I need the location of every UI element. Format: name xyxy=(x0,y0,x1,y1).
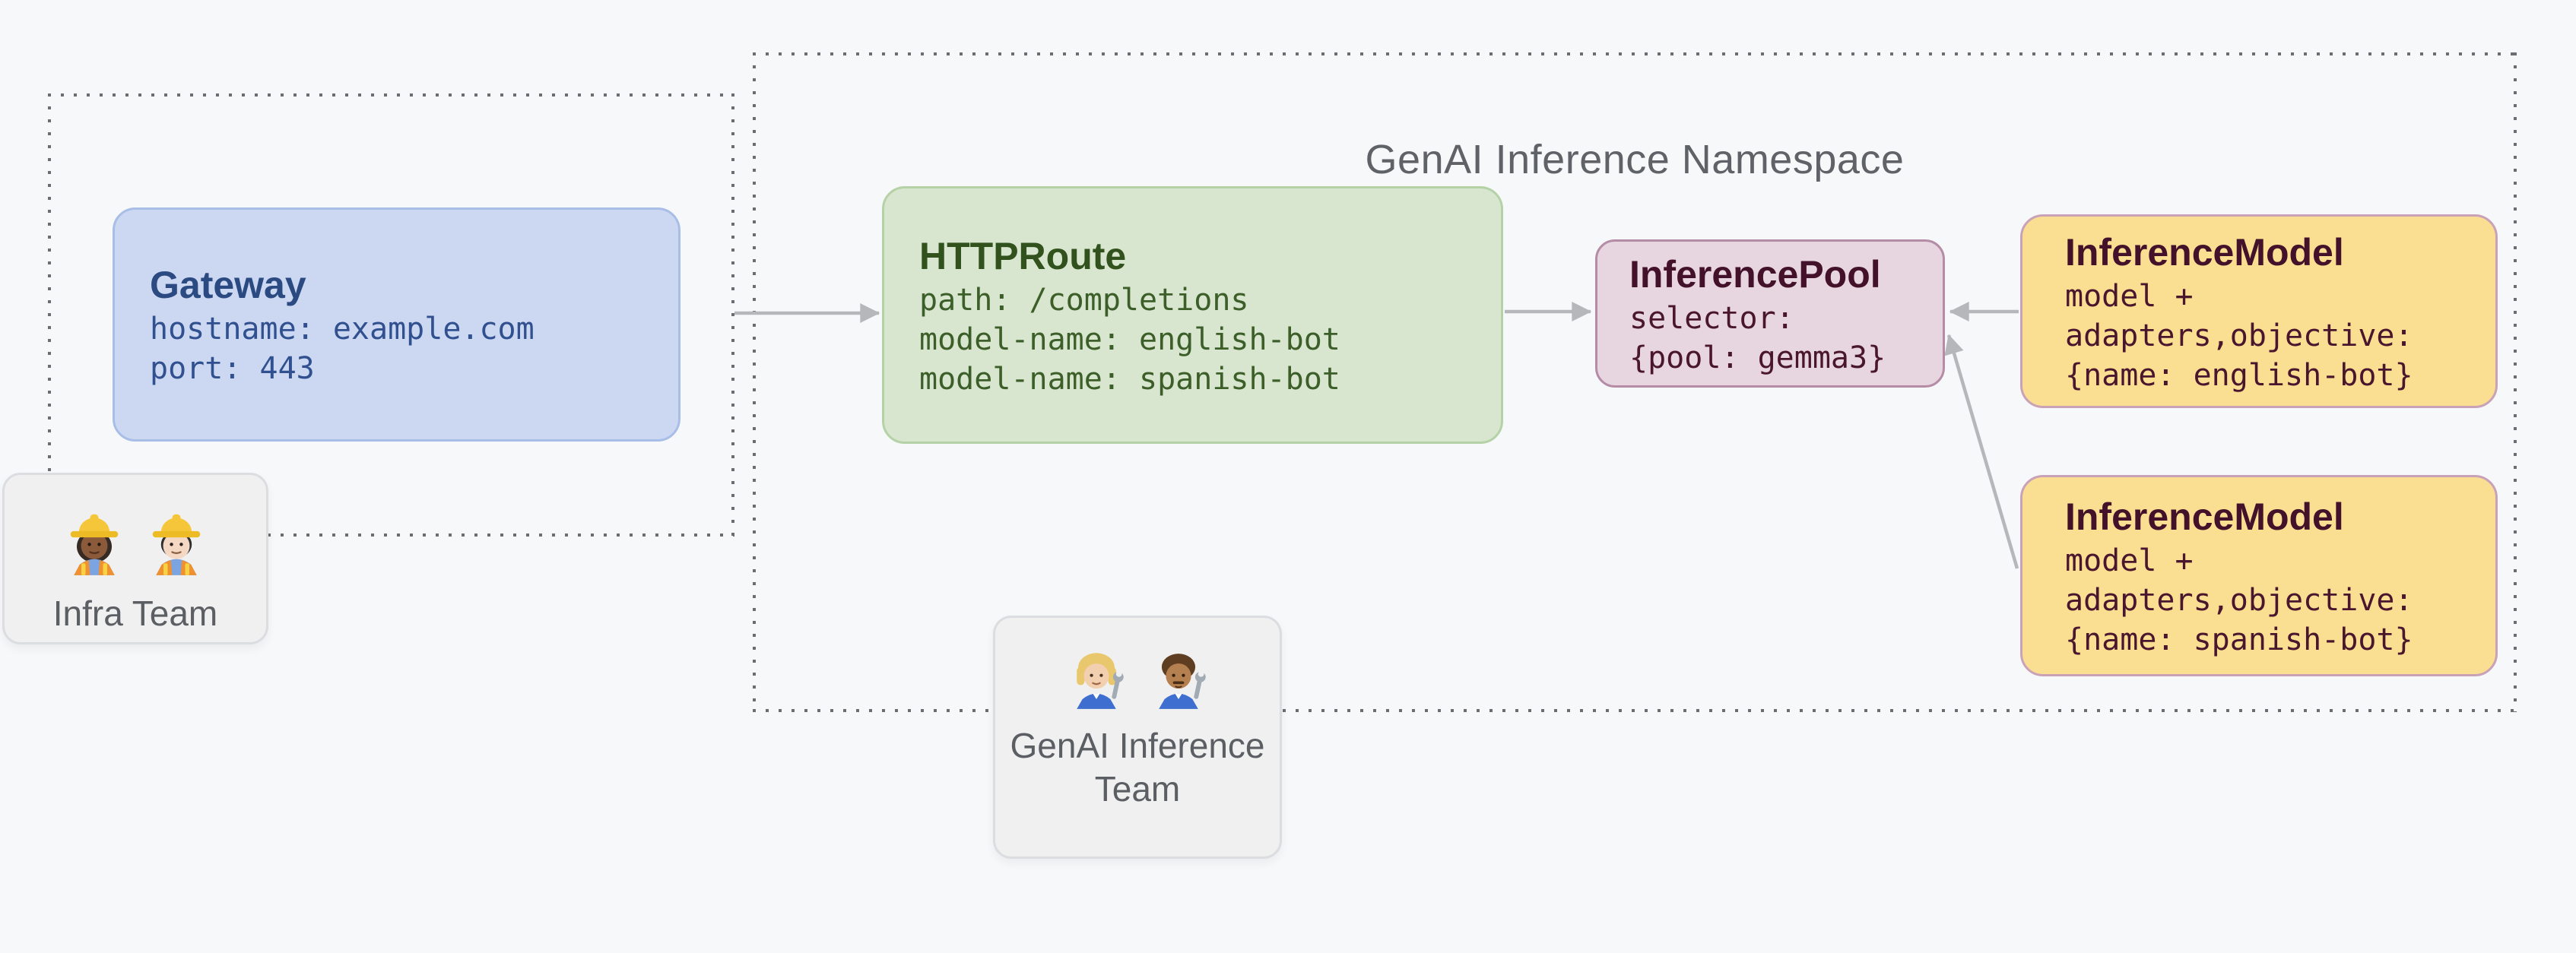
httproute-model-spanish-line: model-name: spanish-bot xyxy=(919,361,1340,397)
genai-inference-team-label: GenAI Inference Team xyxy=(1010,726,1265,809)
genai-inference-namespace-label: GenAI Inference Namespace xyxy=(1365,137,1905,182)
inferencepool-selector-line: selector: xyxy=(1629,300,1794,336)
dotted-border xyxy=(48,93,51,537)
woman-mechanic-emoji xyxy=(1077,653,1124,709)
dotted-border xyxy=(731,93,734,537)
inferencepool-node: InferencePool selector: {pool: gemma3} xyxy=(1595,239,1945,388)
inferencemodel-english-adapters-line: adapters,objective: xyxy=(2065,318,2413,353)
inferencepool-title: InferencePool xyxy=(1629,252,1881,296)
infra-team-icons xyxy=(59,499,211,578)
woman-construction-worker-emoji xyxy=(70,514,119,575)
inferencemodel-spanish-node: InferenceModel model + adapters,objectiv… xyxy=(2020,475,2498,676)
gateway-title: Gateway xyxy=(150,264,306,306)
dotted-border xyxy=(2514,52,2517,712)
infra-team-label: Infra Team xyxy=(52,594,218,633)
dotted-border xyxy=(753,52,756,712)
infra-team-card: Infra Team xyxy=(2,473,268,644)
dotted-border xyxy=(753,52,2517,55)
inferencemodel-spanish-name-line: {name: spanish-bot} xyxy=(2065,622,2413,657)
man-mechanic-emoji xyxy=(1159,654,1206,709)
inferencemodel-spanish-title: InferenceModel xyxy=(2065,495,2344,538)
inferencemodel-english-model-line: model + xyxy=(2065,278,2194,314)
dotted-border xyxy=(753,709,2517,712)
inferencepool-pool-line: {pool: gemma3} xyxy=(1629,340,1886,375)
inferencemodel-spanish-adapters-line: adapters,objective: xyxy=(2065,582,2413,618)
man-construction-worker-emoji xyxy=(152,514,201,575)
httproute-title: HTTPRoute xyxy=(919,234,1127,277)
inferencemodel-english-node: InferenceModel model + adapters,objectiv… xyxy=(2020,214,2498,408)
inferencemodel-spanish-model-line: model + xyxy=(2065,543,2194,578)
httproute-node: HTTPRoute path: /completions model-name:… xyxy=(882,186,1503,444)
gateway-port-line: port: 443 xyxy=(150,351,315,386)
gateway-node: Gateway hostname: example.com port: 443 xyxy=(113,207,680,442)
genai-inference-team-card: GenAI Inference Team xyxy=(993,616,1282,859)
inferencemodel-english-title: InferenceModel xyxy=(2065,230,2344,274)
inferencemodel-english-name-line: {name: english-bot} xyxy=(2065,357,2413,393)
gateway-hostname-line: hostname: example.com xyxy=(150,312,535,347)
httproute-path-line: path: /completions xyxy=(919,282,1249,318)
httproute-model-english-line: model-name: english-bot xyxy=(919,321,1340,357)
genai-team-icons xyxy=(1061,633,1213,712)
dotted-border xyxy=(48,533,734,537)
dotted-border xyxy=(48,93,734,97)
genai-inference-namespace-box: GenAI Inference Namespace xyxy=(753,52,2517,712)
